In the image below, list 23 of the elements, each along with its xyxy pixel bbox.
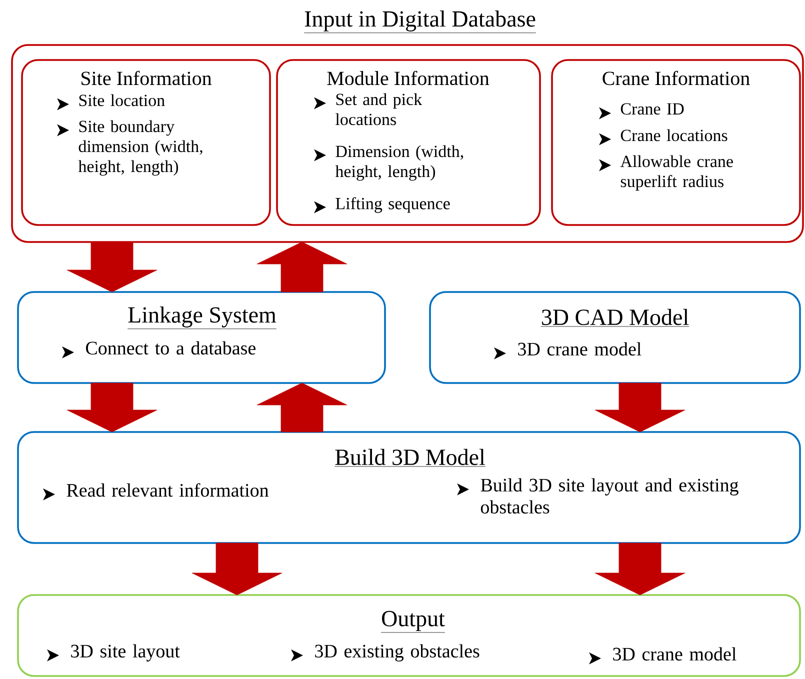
bullet-item: Read relevant information [43, 483, 269, 500]
bullet-item: Lifting sequence [314, 197, 450, 214]
bullet-item: Allowable crane superlift radius [599, 155, 733, 191]
bullet-item: Site boundary dimension (width, height, length) [57, 120, 202, 176]
bullet-item: Set and pick locations [314, 93, 422, 126]
bullet-item: 3D existing obstacles [291, 644, 480, 662]
block-arrow [594, 542, 686, 596]
bullet-item: Dimension (width, height, length) [314, 145, 464, 181]
bullet-item: Connect to a database [62, 341, 256, 358]
bullet-item: 3D crane model [494, 342, 642, 360]
block-arrow [66, 242, 158, 292]
block-arrow [66, 382, 158, 432]
block-arrow [594, 382, 686, 432]
block-arrow [192, 542, 282, 596]
bullet-item: Site location [57, 94, 165, 110]
block-arrow [256, 382, 348, 432]
bullet-item: Crane locations [599, 129, 728, 146]
block-arrow [256, 242, 348, 292]
node-label: Input in Digital Database [304, 10, 536, 32]
bullet-item: Crane ID [599, 103, 684, 120]
bullet-item: 3D crane model [589, 647, 736, 664]
bullet-item: Build 3D site layout and existing obstacles [457, 478, 738, 514]
bullet-item: 3D site layout [47, 644, 180, 662]
